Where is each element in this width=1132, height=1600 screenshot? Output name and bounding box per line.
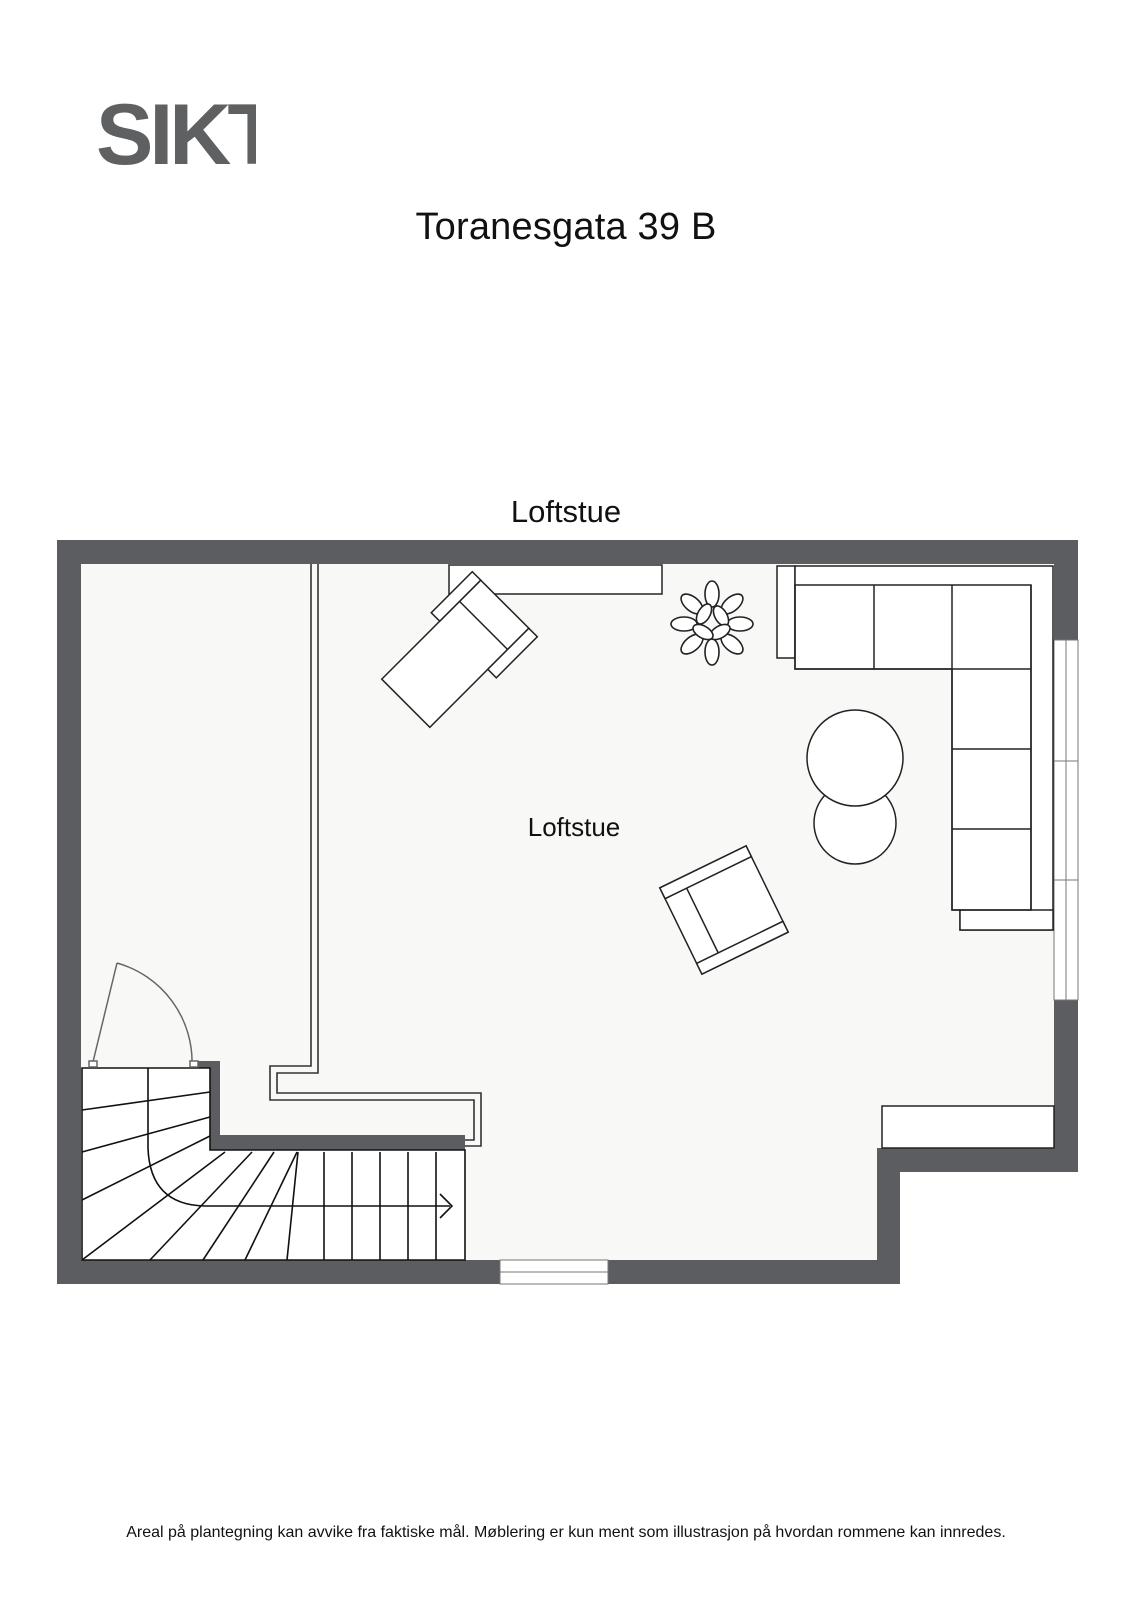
room-label-loftstue: Loftstue bbox=[527, 812, 621, 842]
window-right bbox=[1053, 639, 1079, 1001]
stair-wall bbox=[196, 1061, 465, 1150]
door bbox=[88, 962, 199, 1068]
address-title: Toranesgata 39 B bbox=[415, 206, 717, 248]
sikt-logo: SIKT bbox=[96, 92, 256, 172]
round-table-large bbox=[806, 709, 904, 807]
chaise-lounge bbox=[380, 570, 539, 729]
window-bottom bbox=[499, 1259, 609, 1285]
floorplan-title: Loftstue bbox=[510, 494, 622, 529]
corner-sofa bbox=[776, 565, 1054, 931]
staircase bbox=[81, 1067, 466, 1261]
plant bbox=[670, 580, 754, 666]
knee-wall bbox=[269, 564, 482, 1147]
armchair bbox=[658, 844, 790, 976]
bench bbox=[881, 1105, 1055, 1149]
logo-text: SIKT bbox=[96, 92, 256, 172]
disclaimer: Areal på plantegning kan avvike fra fakt… bbox=[126, 1524, 1006, 1541]
